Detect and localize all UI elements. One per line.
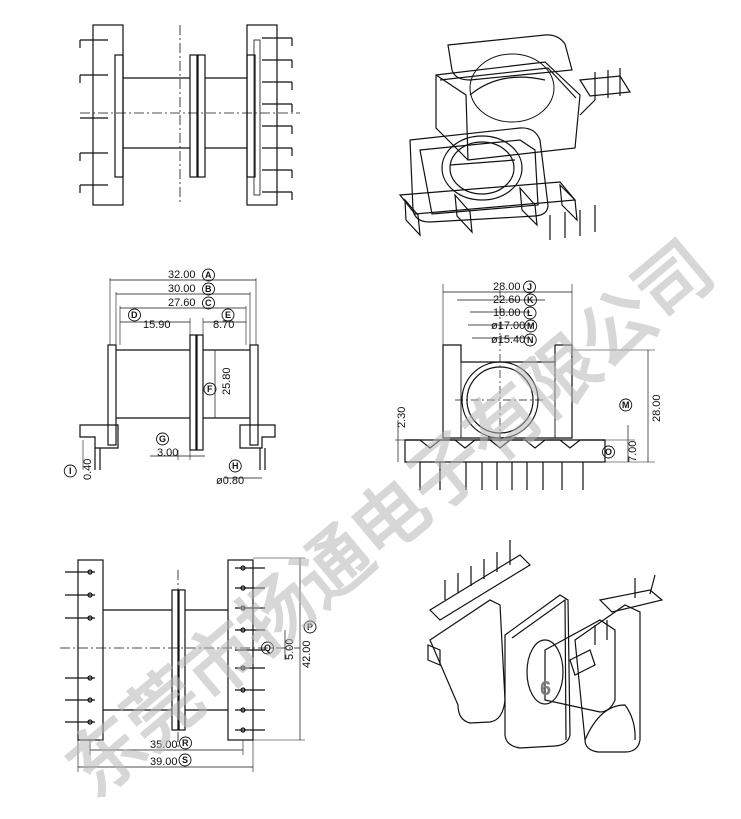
dimension-label-circle [228, 459, 242, 473]
isometric-view-top-drawing [398, 34, 632, 240]
dim-letter: G [159, 434, 166, 444]
bottom-view-dimensions: 5.00 Q 42.00 P 35.00 R 39.00 S [150, 620, 317, 768]
dim-letter: K [527, 295, 534, 305]
dim-text: ø15.40 [491, 334, 525, 346]
dim-letter: C [205, 298, 212, 308]
dimension-label-circle [619, 398, 633, 412]
bottom-view-drawing [60, 557, 305, 772]
dim-text: ø0.80 [216, 475, 244, 487]
dimension-label-circle [602, 445, 615, 459]
dim-letter: O [605, 447, 612, 457]
dim-letter: A [205, 270, 212, 280]
dimension-label-circle [303, 620, 317, 634]
dimension-label-circle [63, 464, 77, 478]
dim-text: 5.00 [284, 639, 296, 660]
side-view-drawing [79, 278, 276, 479]
top-view-drawing [79, 24, 300, 206]
dim-text: 18.00 [493, 307, 521, 319]
dim-text: 28.00 [493, 281, 521, 293]
dimension-label-circle [202, 282, 215, 296]
dim-letter: N [527, 335, 534, 345]
dimension-label-circle [524, 293, 537, 307]
dim-letter: I [69, 466, 72, 476]
dim-text: 2.30 [396, 407, 408, 428]
dim-text: 8.70 [213, 319, 234, 331]
dimension-label-circle [523, 306, 537, 320]
dim-letter: Q [264, 643, 271, 653]
figure-number-badge: 6 [540, 678, 551, 700]
dim-letter: M [622, 400, 630, 410]
dim-text: 27.60 [168, 297, 196, 309]
dim-letter: F [207, 384, 213, 394]
dim-letter: H [232, 461, 239, 471]
dim-letter: S [182, 755, 188, 765]
dim-text: 0.40 [82, 459, 94, 480]
dimension-label-circle [128, 308, 141, 322]
dimension-label-circle [523, 280, 536, 294]
dim-letter: J [527, 282, 532, 292]
dim-text: 35.00 [150, 739, 178, 751]
isometric-view-bottom-drawing [427, 540, 664, 753]
dim-text: 25.80 [221, 367, 233, 395]
dim-text: 3.00 [157, 447, 178, 459]
dim-text: 39.00 [150, 756, 178, 768]
dim-letter: P [307, 622, 313, 632]
dimension-label-circle [202, 296, 215, 310]
dimension-label-circle [523, 333, 537, 347]
dimension-label-circle [221, 308, 235, 322]
dim-letter: R [182, 738, 189, 748]
dim-letter: D [131, 310, 138, 320]
dim-letter: B [205, 284, 212, 294]
dimension-label-circle [202, 268, 215, 282]
dimension-label-circle [261, 641, 274, 655]
front-view-dimensions: 28.00 J 22.60 K 18.00 L ø17.00 M ø15.40 … [396, 280, 663, 462]
dim-letter: L [527, 308, 533, 318]
dim-text: 42.00 [301, 640, 313, 668]
dim-letter: M [527, 321, 535, 331]
dimension-label-circle [524, 319, 538, 333]
dim-text: 30.00 [168, 283, 196, 295]
side-view-dimensions: 32.00 A 30.00 B 27.60 C 15.90 D 8.70 E 2… [63, 268, 244, 487]
front-view-drawing [395, 284, 655, 490]
company-watermark: 东莞市扬通电子有限公司 [51, 225, 730, 814]
dim-text: ø17.00 [491, 320, 525, 332]
dimension-label-circle [179, 736, 192, 750]
dim-text: 7.00 [627, 441, 639, 462]
dim-text: 15.90 [143, 319, 171, 331]
dim-text: 32.00 [168, 269, 196, 281]
dimension-label-circle [178, 753, 192, 767]
dim-text: 22.60 [493, 294, 521, 306]
dim-letter: E [225, 310, 231, 320]
dim-text: 28.00 [651, 394, 663, 422]
dimension-label-circle [203, 382, 217, 396]
dimension-label-circle [156, 432, 169, 446]
